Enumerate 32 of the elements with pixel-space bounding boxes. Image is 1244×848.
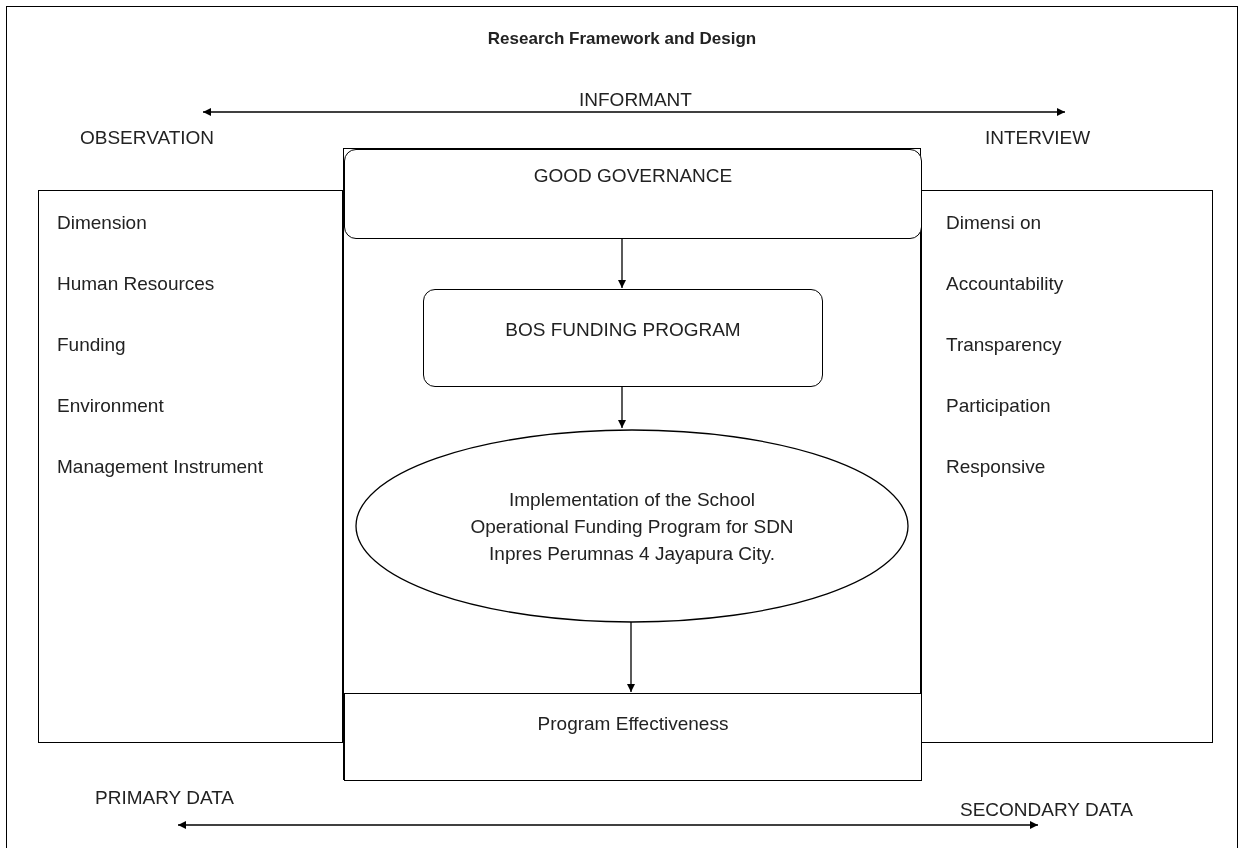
method-label: PRIMARY DATA <box>95 786 234 810</box>
list-item: Participation <box>946 394 1052 417</box>
diagram-title: Research Framework and Design <box>486 28 758 50</box>
arrow <box>177 821 1039 829</box>
list-item: Management Instrument <box>57 455 264 478</box>
list-item: Environment <box>57 394 165 417</box>
node-text: GOOD GOVERNANCE <box>533 164 733 188</box>
list-item: Dimension <box>57 211 148 234</box>
frame-box <box>343 148 921 780</box>
arrow <box>202 108 1066 116</box>
process-ellipse <box>355 429 909 623</box>
node-text: Program Effectiveness <box>537 712 729 736</box>
edge-label: INFORMANT <box>579 88 692 112</box>
method-label: SECONDARY DATA <box>960 798 1133 822</box>
list-item: Human Resources <box>57 272 216 295</box>
list-panel <box>921 190 1213 743</box>
method-label: INTERVIEW <box>985 126 1091 150</box>
list-item: Responsive <box>946 455 1047 478</box>
list-panel <box>38 190 343 743</box>
arrow <box>618 385 626 429</box>
list-item: Transparency <box>946 333 1063 356</box>
process-box <box>344 149 922 239</box>
list-item: Funding <box>57 333 127 356</box>
process-box <box>423 289 823 387</box>
arrow <box>627 621 635 693</box>
arrow <box>618 237 626 289</box>
list-item: Accountability <box>946 272 1065 295</box>
process-box <box>344 693 922 781</box>
list-item: Dimensi on <box>946 211 1043 234</box>
method-label: OBSERVATION <box>80 126 215 150</box>
node-text: BOS FUNDING PROGRAM <box>505 317 741 342</box>
node-text: Implementation of the School Operational Funding Program for SDN Inpres Perumnas 4 Jayapura City. <box>469 487 795 566</box>
